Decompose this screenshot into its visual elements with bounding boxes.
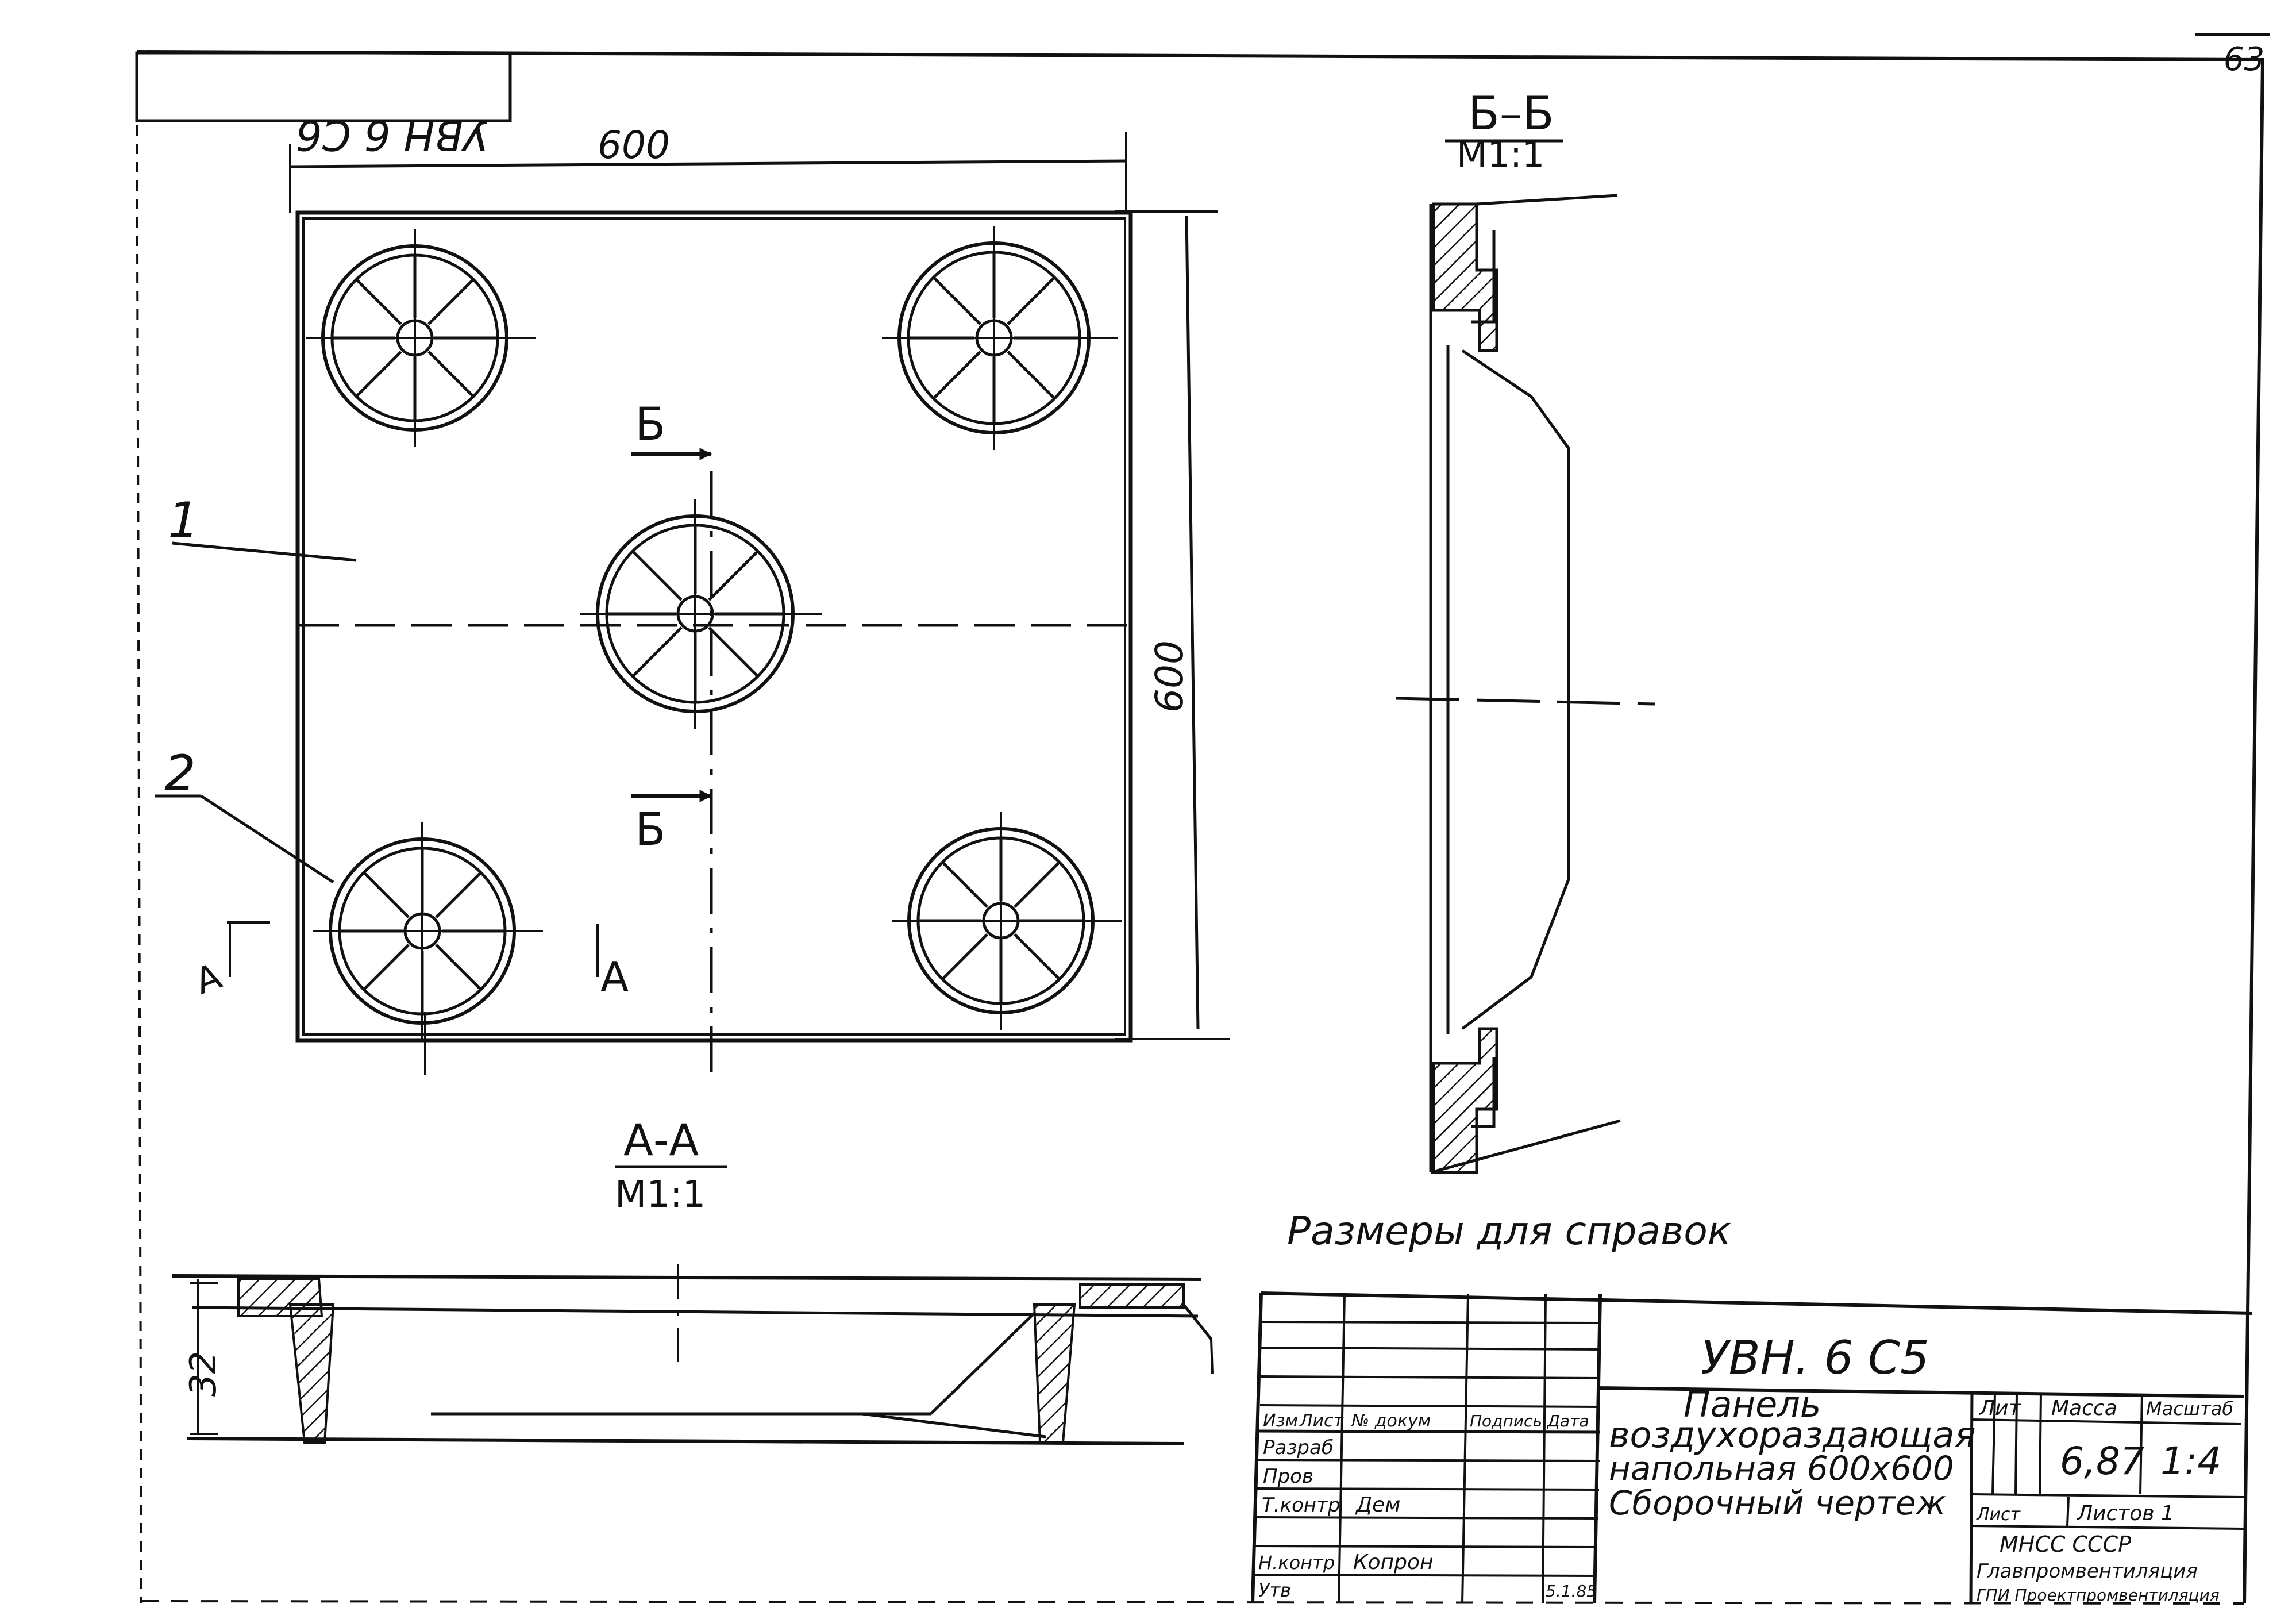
org-line-2: Главпромвентиляция: [1977, 1560, 2198, 1583]
role-2: Т.контр: [1262, 1494, 1340, 1517]
section-bb-view: [1396, 194, 1655, 1174]
diffuser-grille: [580, 499, 822, 729]
section-aa-title: А-А: [623, 1114, 699, 1166]
scale-value: 1:4: [2160, 1439, 2221, 1483]
sheets-label: Листов 1: [2076, 1502, 2174, 1525]
org-line-1: МНСС СССР: [2000, 1532, 2131, 1557]
page-number-box: 63: [2195, 33, 2270, 78]
title-block-text: УВН. 6 С5 Панель воздухораздающая наполь…: [1258, 1331, 2233, 1605]
name-line-2: воздухораздающая: [1609, 1414, 1976, 1456]
role-5: Утв: [1258, 1579, 1291, 1601]
header-date: Дата: [1546, 1412, 1589, 1430]
diffuser-grille: [892, 812, 1122, 1030]
section-aa-view: [172, 1264, 1214, 1445]
name-line-1: Панель: [1684, 1383, 1821, 1425]
name-line-4: Сборочный чертеж: [1609, 1483, 1946, 1522]
diffuser-grille: [306, 229, 536, 447]
sheet-frame: [136, 50, 2264, 1605]
date-last: 5.1.85: [1546, 1582, 1597, 1601]
role-4: Н.контр: [1258, 1552, 1335, 1574]
diffusers: [306, 226, 1122, 1040]
lit-label: Лит: [1978, 1397, 2021, 1420]
header-list: Лист: [1299, 1411, 1345, 1431]
section-aa-mark-right: А: [600, 953, 629, 1001]
diffuser-grille: [882, 226, 1118, 450]
callout-1: 1: [168, 492, 199, 549]
org-line-3: ГПИ Проектпромвентиляция: [1977, 1586, 2220, 1605]
mirrored-stamp-text: УВН 6 С6: [296, 111, 488, 159]
section-bb-mark-bottom: Б: [635, 804, 666, 856]
plan-view: [155, 132, 1230, 1080]
callout-2: 2: [164, 745, 196, 802]
mass-label: Масса: [2051, 1397, 2117, 1420]
header-sign: Подпись: [1470, 1412, 1542, 1430]
section-aa-height-dimension: 32: [182, 1351, 224, 1397]
header-izm: Изм: [1263, 1411, 1298, 1431]
reference-note: Размеры для справок: [1287, 1209, 1731, 1254]
role-1: Пров: [1263, 1465, 1313, 1488]
diffuser-grille: [313, 822, 543, 1040]
mirrored-stamp: УВН 6 С6: [135, 51, 512, 159]
panel-outline: [295, 210, 1133, 1043]
name-4: Копрон: [1353, 1551, 1434, 1574]
section-bb-scale: М1:1: [1457, 133, 1544, 175]
scale-label: Масштаб: [2146, 1398, 2233, 1420]
sheet-label: Лист: [1976, 1505, 2021, 1525]
section-aa-scale: М1:1: [615, 1174, 706, 1216]
plan-width-dimension: 600: [598, 123, 670, 167]
section-aa-mark-left: А: [190, 955, 227, 1002]
page-number: 63: [2224, 41, 2264, 78]
section-bb-title: Б–Б: [1468, 87, 1554, 140]
role-0: Разраб: [1263, 1436, 1334, 1459]
header-doc: № докум: [1350, 1411, 1431, 1431]
name-line-3: напольная 600х600: [1609, 1449, 1954, 1488]
designation: УВН. 6 С5: [1701, 1331, 1929, 1384]
name-2: Дем: [1355, 1493, 1400, 1517]
title-block: [1251, 1291, 2253, 1604]
section-bb-mark-top: Б: [635, 399, 666, 451]
mass-value: 6,87: [2060, 1439, 2144, 1483]
plan-height-dimension: 600: [1147, 640, 1192, 713]
